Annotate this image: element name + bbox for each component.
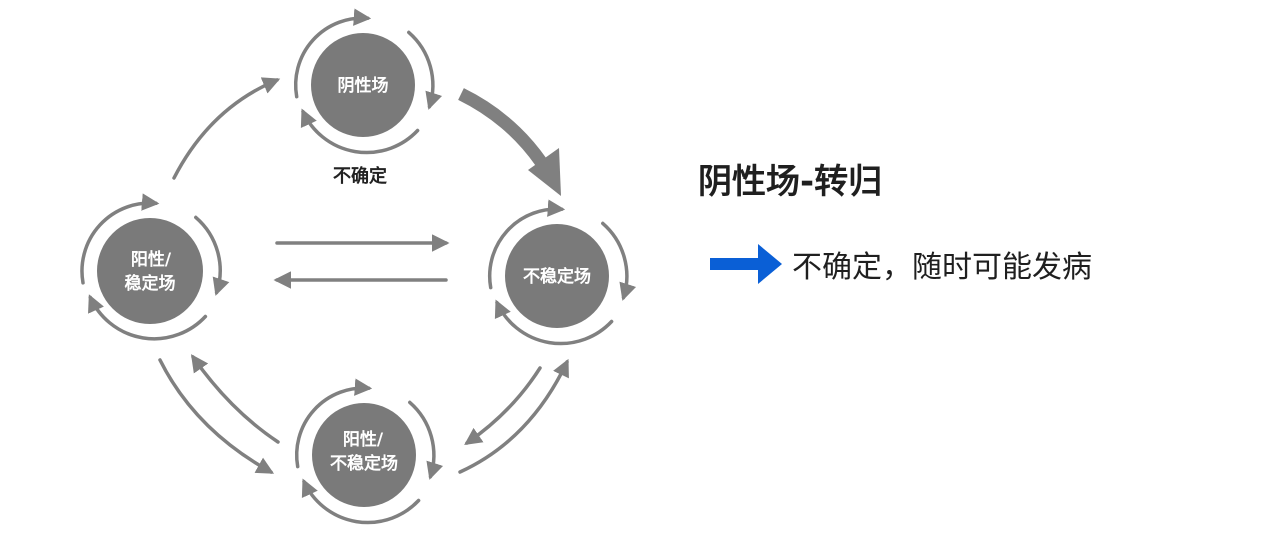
arrow-top-to-right-head bbox=[528, 148, 561, 196]
cycle-arrow bbox=[194, 215, 230, 296]
node-left-label: 阳性/ 稳定场 bbox=[125, 249, 178, 294]
node-right-circle bbox=[505, 224, 609, 328]
node-bottom-label-line1: 阳性/ bbox=[343, 429, 384, 450]
node-right-label-line1: 不稳定场 bbox=[523, 266, 591, 287]
node-top-circle bbox=[311, 33, 415, 137]
node-bottom: 阳性/ 不稳定场 bbox=[294, 378, 444, 525]
cycle-arrow bbox=[408, 400, 444, 480]
arrow-left-to-top bbox=[172, 77, 281, 180]
top-node-caption: 不确定 bbox=[333, 165, 387, 187]
cycle-arrow bbox=[601, 221, 637, 301]
node-left-label-line1: 阳性/ bbox=[131, 249, 172, 270]
arrow-top-to-right-emphasis bbox=[458, 88, 561, 196]
arrow-left-to-bottom bbox=[158, 358, 275, 474]
node-top-label-line1: 阴性场 bbox=[338, 75, 389, 96]
arrow-bottom-to-right bbox=[458, 358, 569, 474]
node-right-label: 不稳定场 bbox=[523, 266, 591, 287]
cycle-arrow bbox=[300, 108, 420, 155]
arrow-right-to-bottom bbox=[464, 366, 542, 445]
cycle-arrow bbox=[88, 294, 208, 341]
node-right: 不稳定场 bbox=[487, 199, 637, 346]
node-right-cycle-arrows bbox=[487, 199, 637, 346]
node-bottom-label-line2: 不稳定场 bbox=[330, 453, 398, 474]
node-left-circle bbox=[97, 218, 203, 324]
cycle-arrow bbox=[407, 30, 443, 110]
node-left-cycle-arrows bbox=[80, 193, 230, 341]
cycle-arrow bbox=[301, 478, 421, 525]
arrow-top-to-right-shaft bbox=[458, 88, 547, 166]
cycle-arrow bbox=[487, 199, 566, 290]
node-top-cycle-arrows bbox=[293, 8, 443, 155]
node-bottom-label: 阳性/ 不稳定场 bbox=[330, 429, 398, 474]
node-top-label: 阴性场 bbox=[338, 75, 389, 96]
transition-arrows bbox=[158, 77, 569, 474]
node-left: 阳性/ 稳定场 bbox=[80, 193, 230, 341]
cycle-arrow bbox=[293, 8, 372, 99]
cycle-arrow bbox=[494, 299, 614, 346]
node-top: 阴性场 bbox=[293, 8, 443, 155]
node-left-label-line2: 稳定场 bbox=[125, 273, 176, 294]
node-bottom-circle bbox=[312, 403, 416, 507]
arrow-bottom-to-left bbox=[190, 354, 280, 444]
node-bottom-cycle-arrows bbox=[294, 378, 444, 525]
cycle-arrow bbox=[294, 378, 373, 469]
cycle-arrow bbox=[80, 193, 160, 285]
